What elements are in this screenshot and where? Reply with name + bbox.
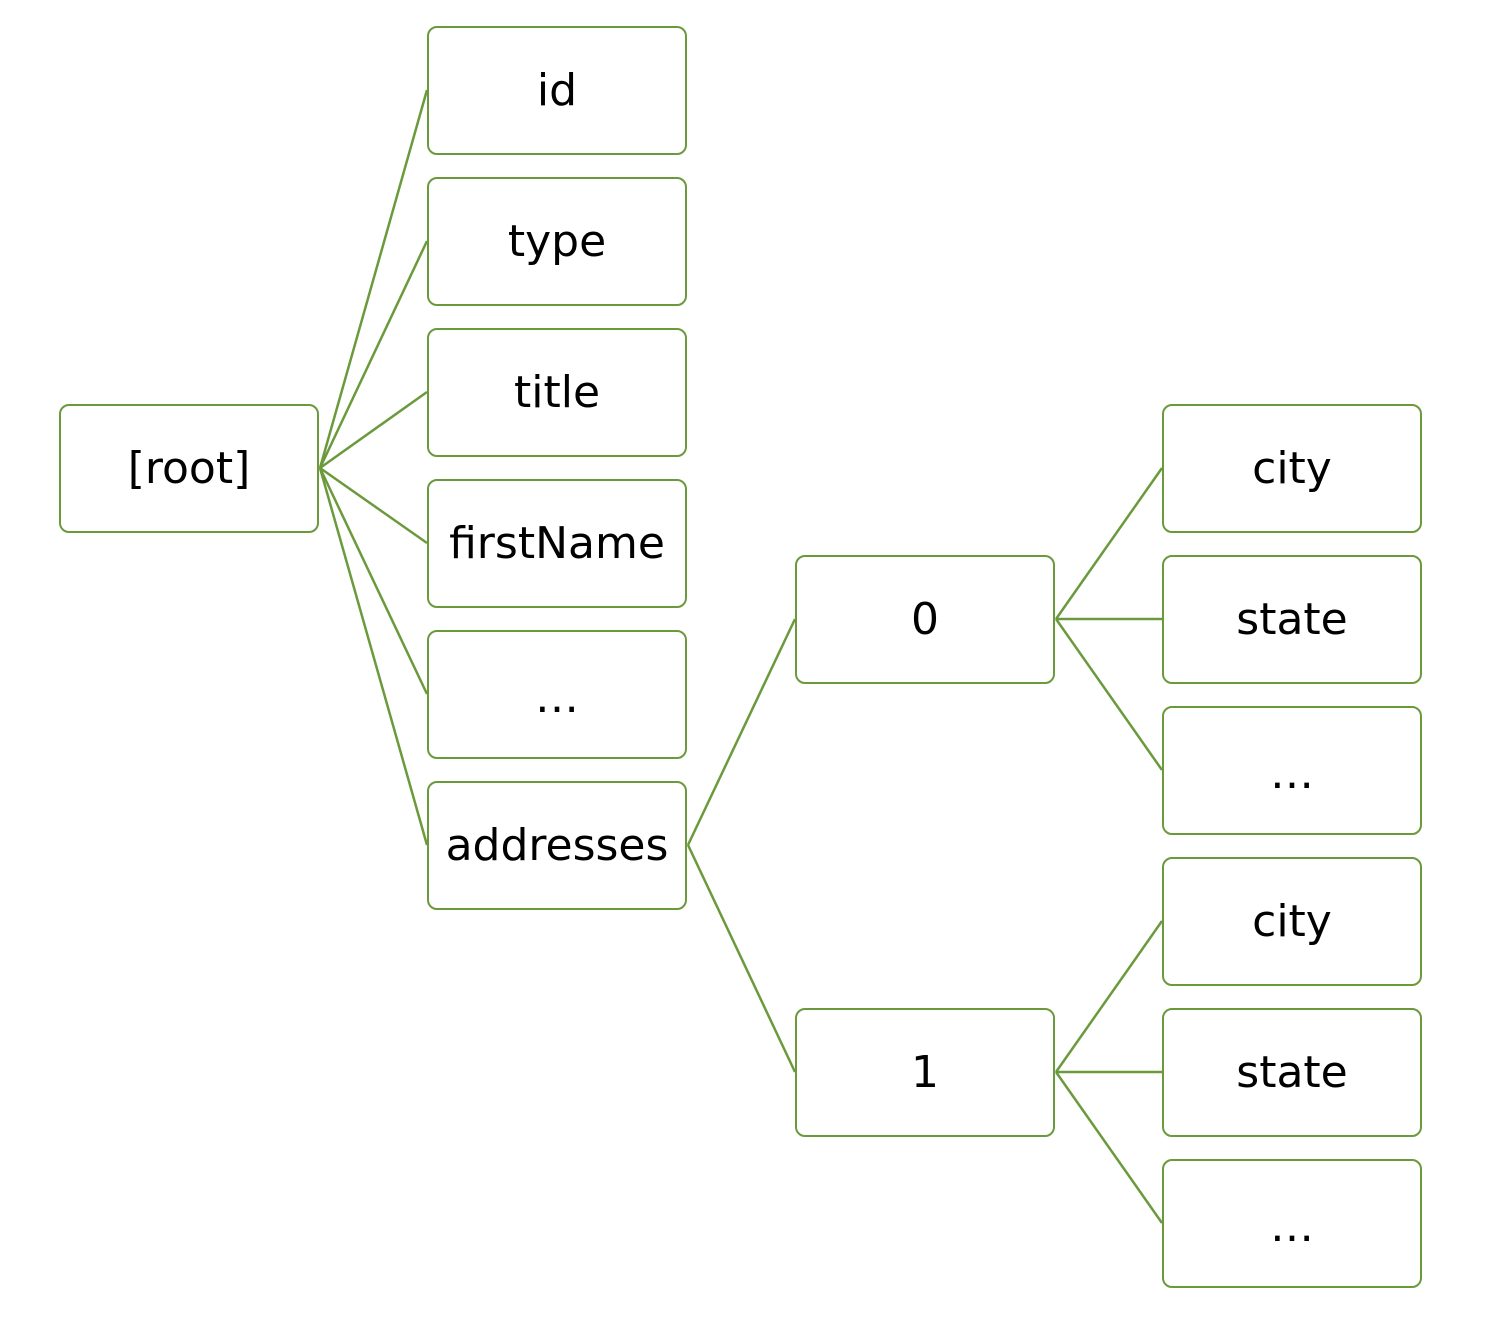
- edge-0-city: [1054, 467, 1164, 620]
- edge-root-id: [318, 89, 429, 469]
- node-id: id: [427, 26, 687, 155]
- node-ellipsis: …: [427, 630, 687, 759]
- node-root: [root]: [59, 404, 319, 533]
- node-addresses: addresses: [427, 781, 687, 910]
- edge-root-title: [319, 390, 428, 470]
- node-address-1-ellipsis: …: [1162, 1159, 1422, 1288]
- edge-addresses-1: [686, 844, 797, 1073]
- node-title: title: [427, 328, 687, 457]
- node-type: type: [427, 177, 687, 306]
- node-address-1-state: state: [1162, 1008, 1422, 1137]
- node-address-0-ellipsis: …: [1162, 706, 1422, 835]
- node-firstname: firstName: [427, 479, 687, 608]
- edge-1-city: [1054, 920, 1164, 1073]
- edge-addresses-0: [686, 618, 797, 846]
- edge-root-ellipsis: [318, 467, 429, 695]
- node-address-1: 1: [795, 1008, 1055, 1137]
- edge-root-firstname: [319, 466, 428, 545]
- node-address-0-state: state: [1162, 555, 1422, 684]
- node-address-1-city: city: [1162, 857, 1422, 986]
- edge-root-addresses: [318, 467, 429, 846]
- node-address-0-city: city: [1162, 404, 1422, 533]
- edge-0-ellipsis: [1054, 618, 1164, 771]
- node-address-0: 0: [795, 555, 1055, 684]
- edge-root-type: [318, 240, 429, 469]
- edge-1-ellipsis: [1054, 1071, 1164, 1224]
